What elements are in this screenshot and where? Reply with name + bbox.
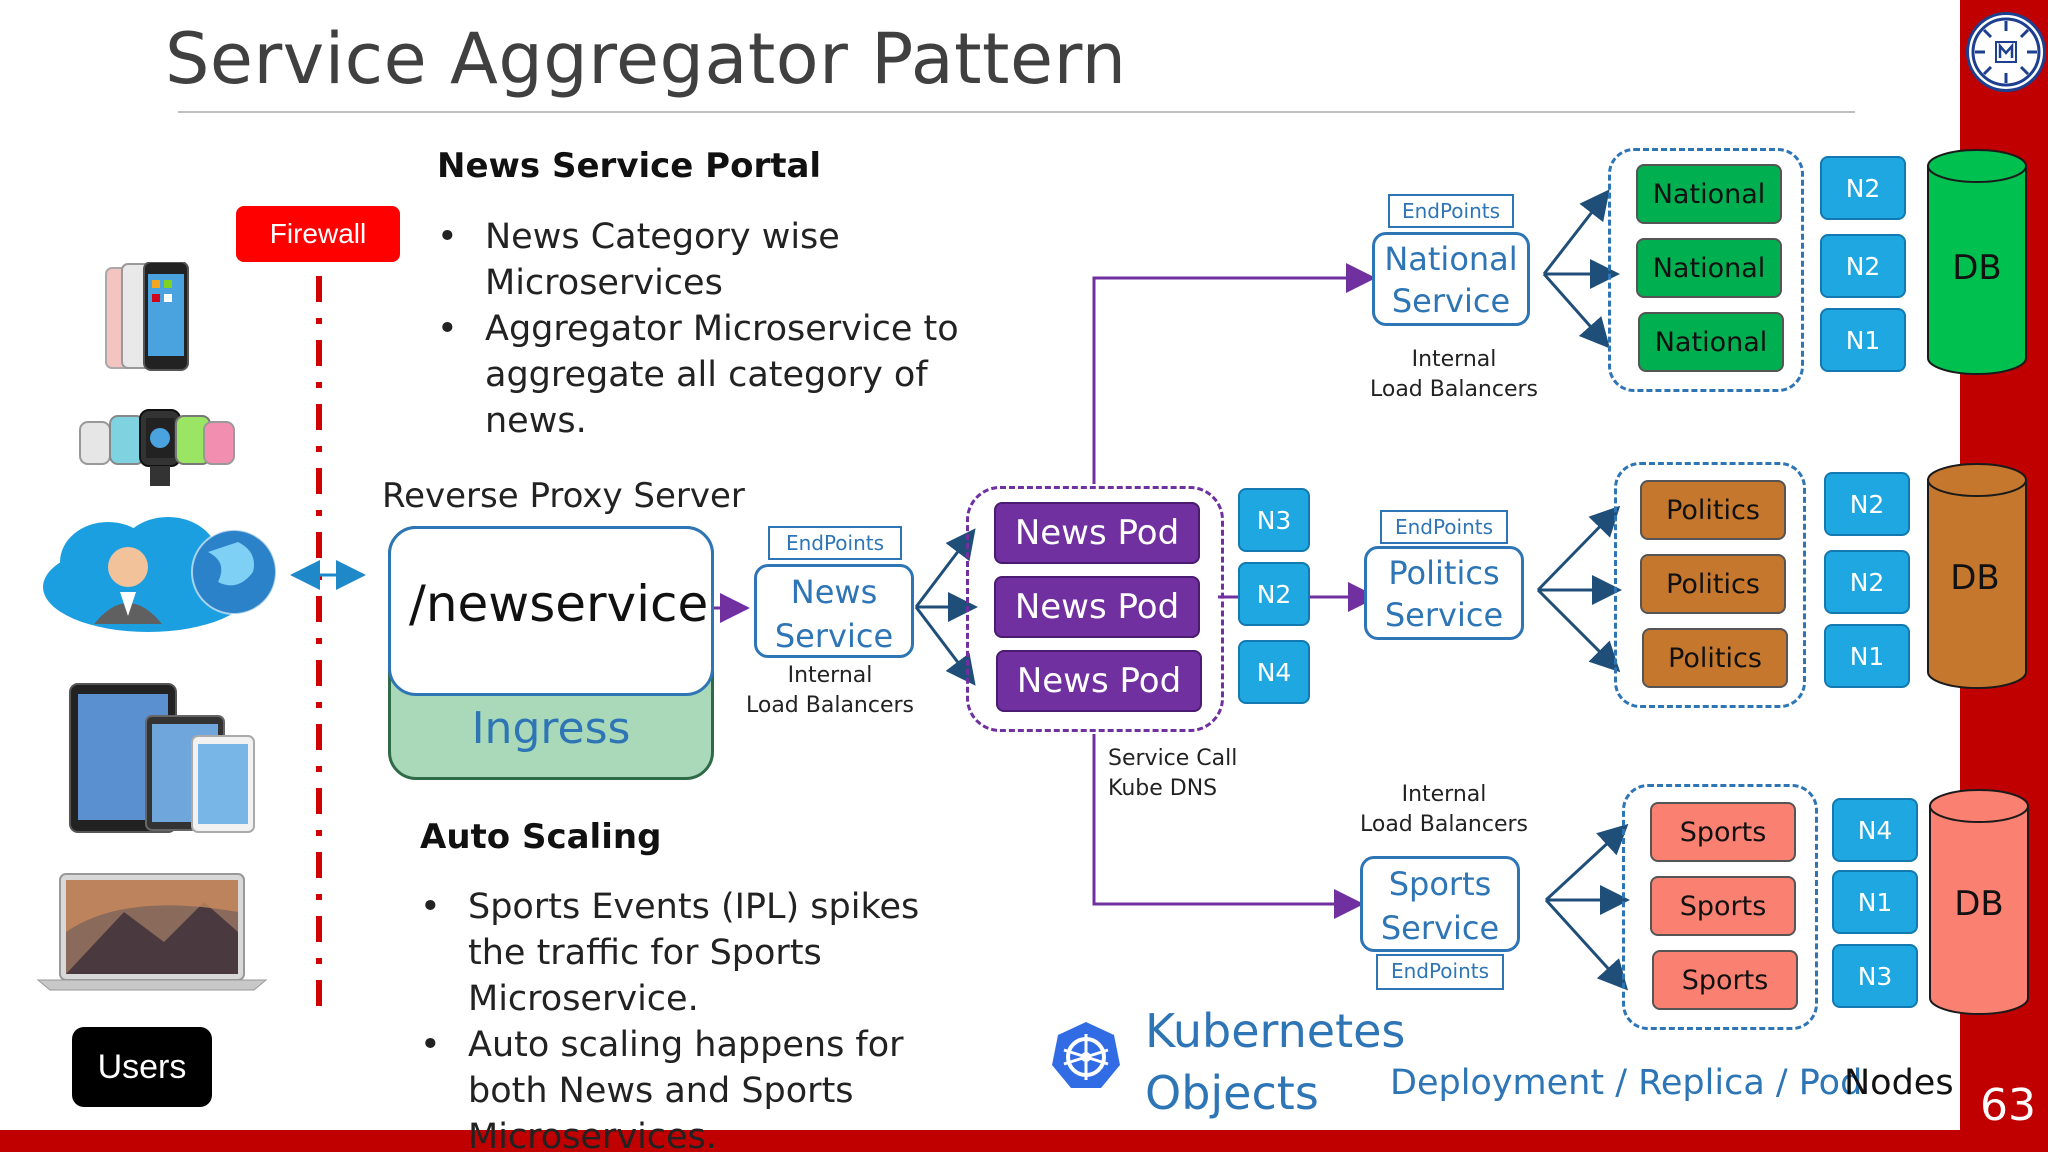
sports-lb-label: Internal Load Balancers [1344,780,1544,840]
news-service-line2: Service [774,617,894,655]
newservice-path: /newservice [409,575,709,633]
bottom-accent-bar [0,1130,1960,1152]
national-service: National Service [1372,232,1530,326]
national-pod: National [1638,312,1784,372]
national-pod: National [1636,238,1782,298]
service-call-line2: Kube DNS [1108,776,1218,801]
portal-bullet: News Category wise Microservices [437,214,997,306]
politics-service-line2: Service [1384,596,1504,634]
sports-lb-line1: Internal [1401,782,1487,807]
k8s-line1: Kubernetes [1145,1004,1406,1058]
node-badge: N2 [1824,550,1910,614]
national-lb-label: Internal Load Balancers [1354,345,1554,405]
national-db-icon [1927,149,2027,375]
national-db-label: DB [1952,248,2002,288]
sports-db-icon [1929,789,2029,1015]
node-badge: N3 [1238,488,1310,552]
user-globe-cloud-icon [38,512,278,647]
ingress-label: Ingress [471,703,631,754]
phone-icon [100,261,200,377]
national-pod-group [1608,148,1804,392]
autoscaling-bullets: Sports Events (IPL) spikes the traffic f… [420,884,980,1160]
title-divider [178,111,1855,113]
kubernetes-icon [1050,1020,1122,1097]
politics-pod: Politics [1640,554,1786,614]
national-service-line1: National [1384,240,1518,278]
news-lb-label: Internal Load Balancers [730,661,930,721]
politics-db-icon [1927,463,2027,689]
node-badge: N3 [1832,944,1918,1008]
news-lb-line2: Load Balancers [745,693,915,718]
firewall-line [316,276,322,1007]
portal-bullets: News Category wise Microservices Aggrega… [437,214,997,444]
national-lb-line1: Internal [1411,347,1497,372]
autoscaling-bullet: Auto scaling happens for both News and S… [420,1022,980,1160]
node-badge: N4 [1238,640,1310,704]
national-endpoints: EndPoints [1388,194,1514,228]
news-pod: News Pod [996,650,1202,712]
politics-db-label: DB [1950,558,2000,598]
tablet-icon [68,680,258,845]
sports-pod: Sports [1650,876,1796,936]
service-call-line1: Service Call [1108,746,1238,771]
reverse-proxy-label: Reverse Proxy Server [382,476,745,516]
node-badge: N2 [1238,562,1310,626]
node-badge: N1 [1824,624,1910,688]
logo-icon [1966,12,2046,92]
autoscaling-bullet: Sports Events (IPL) spikes the traffic f… [420,884,980,1022]
node-badge: N2 [1820,234,1906,298]
sports-pod: Sports [1652,950,1798,1010]
politics-pod: Politics [1642,628,1788,688]
node-badge: N2 [1820,156,1906,220]
sports-service-line1: Sports [1388,865,1492,903]
laptop-icon [34,872,270,997]
news-endpoints: EndPoints [768,526,902,560]
newservice-route: /newservice [388,526,714,696]
deployment-label: Deployment / Replica / Pod [1390,1063,1863,1103]
news-pod: News Pod [994,502,1200,564]
portal-heading: News Service Portal [437,146,822,186]
node-badge: N1 [1820,308,1906,372]
national-lb-line2: Load Balancers [1369,377,1539,402]
page-number: 63 [1980,1080,2036,1131]
users-label: Users [72,1027,212,1107]
service-call-label: Service Call Kube DNS [1108,744,1237,804]
portal-bullet: Aggregator Microservice to aggregate all… [437,306,997,444]
sports-service-line2: Service [1380,909,1500,947]
node-badge: N1 [1832,870,1918,934]
smartwatch-icon [72,408,242,495]
autoscaling-heading: Auto Scaling [420,817,662,857]
news-lb-line1: Internal [787,663,873,688]
slide-title: Service Aggregator Pattern [165,18,1127,100]
politics-service-line1: Politics [1388,554,1500,592]
politics-pod: Politics [1640,480,1786,540]
national-pod: National [1636,164,1782,224]
news-service-line1: News [790,573,878,611]
sports-pod: Sports [1650,802,1796,862]
politics-service: Politics Service [1364,546,1524,640]
politics-pod-group [1614,462,1806,708]
node-badge: N2 [1824,472,1910,536]
sports-pod-group [1622,784,1818,1030]
national-service-line2: Service [1391,282,1511,320]
sports-lb-line2: Load Balancers [1359,812,1529,837]
node-badge: N4 [1832,798,1918,862]
politics-endpoints: EndPoints [1380,510,1508,544]
news-pod-group [966,486,1224,732]
sports-endpoints: EndPoints [1376,954,1504,990]
sports-db-label: DB [1954,884,2004,924]
sports-service: Sports Service [1360,856,1520,952]
firewall-label: Firewall [236,206,400,262]
news-service: News Service [754,564,914,658]
news-pod: News Pod [994,576,1200,638]
k8s-line2: Objects [1145,1066,1319,1120]
nodes-label: Nodes [1844,1063,1954,1103]
kubernetes-objects-label: Kubernetes Objects [1145,1000,1405,1124]
